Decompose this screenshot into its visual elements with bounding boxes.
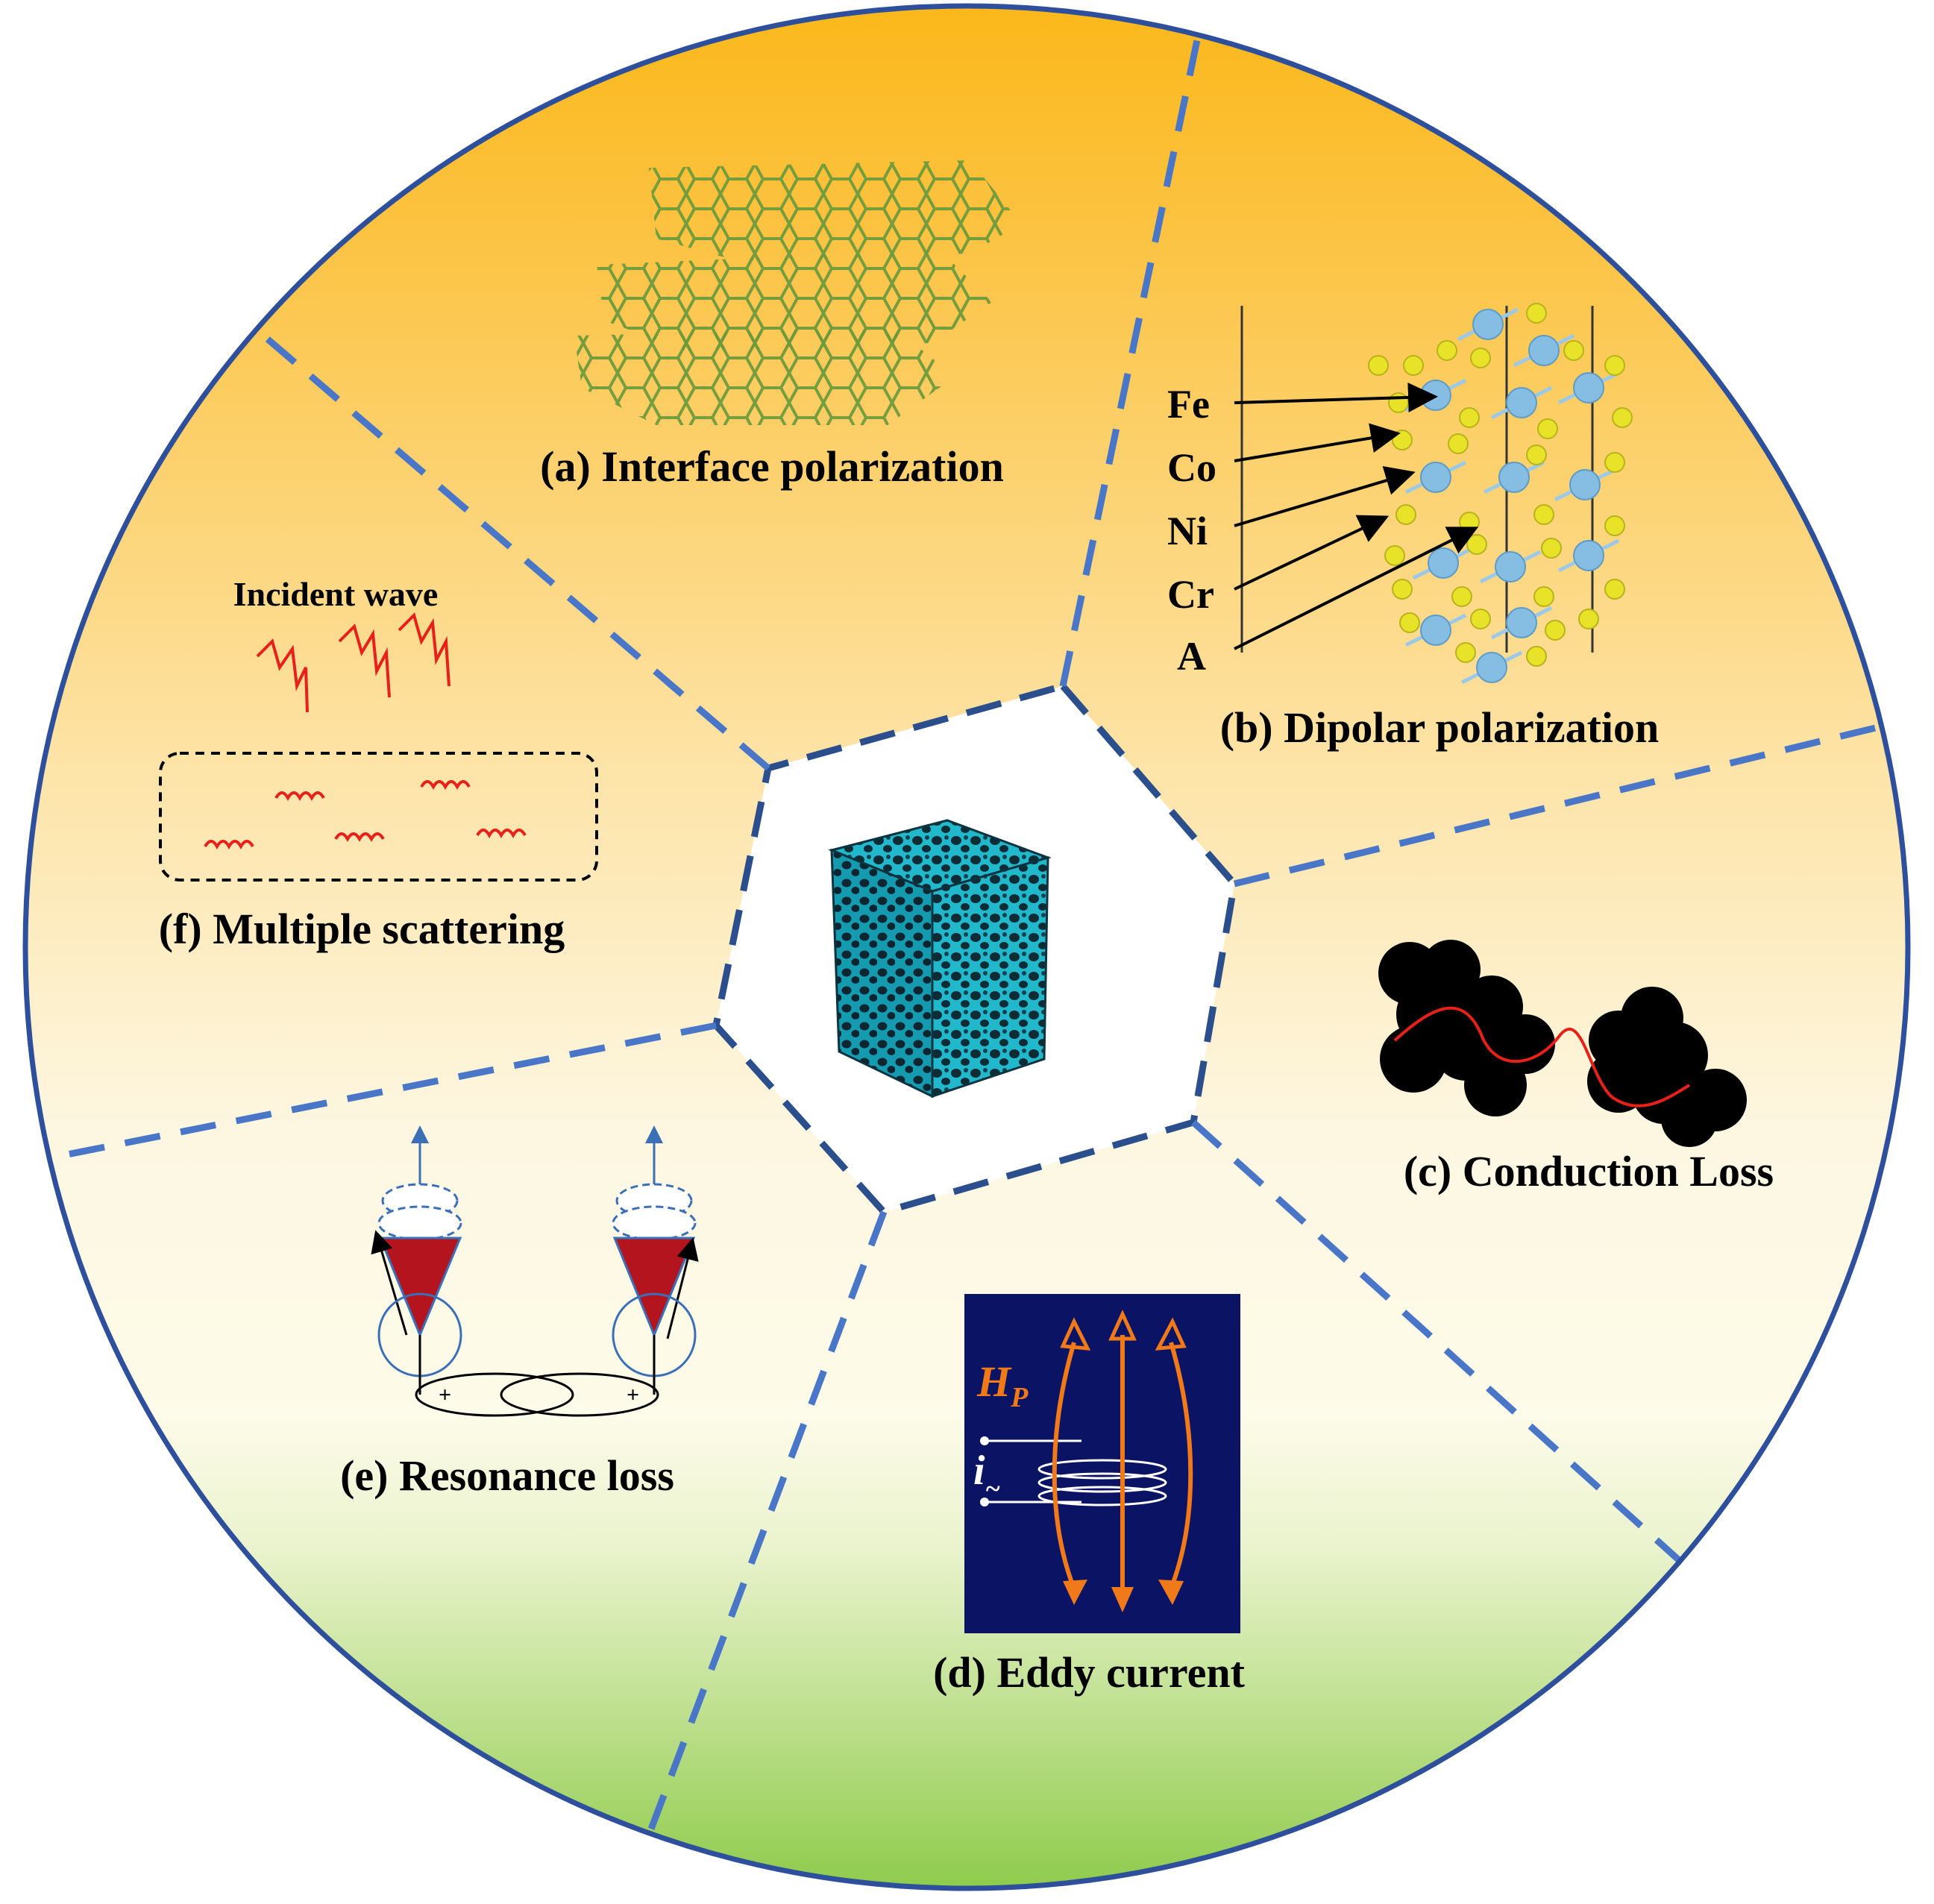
element-label-cr: Cr	[1167, 572, 1214, 617]
element-label-a: A	[1177, 634, 1206, 679]
section-e-label: (e) Resonance loss	[340, 1451, 674, 1500]
eddy-current-coil-icon	[980, 1436, 1167, 1506]
section-f-label: (f) Multiple scattering	[159, 905, 565, 953]
incident-wave-label: Incident wave	[233, 575, 439, 613]
current-label-i: i~	[973, 1448, 1000, 1504]
section-d-label: (d) Eddy current	[933, 1648, 1246, 1697]
field-label-hp: HP	[976, 1357, 1029, 1413]
incident-wave-icons	[256, 612, 450, 713]
spin-precession-cones-icon	[371, 1125, 699, 1417]
section-dividers	[25, 14, 1908, 1888]
outer-circle-border	[22, 3, 1911, 1891]
element-labels: Fe Co Ni Cr A	[1167, 382, 1216, 679]
element-pointer-arrows	[1234, 382, 1479, 650]
sign-right: +	[627, 1383, 639, 1407]
section-c-label: (c) Conduction Loss	[1404, 1147, 1774, 1196]
conduction-path-line	[1393, 1006, 1691, 1107]
section-a-label: (a) Interface polarization	[540, 442, 1004, 491]
magnetic-field-arrows-icon	[1052, 1309, 1193, 1612]
scattering-box	[159, 752, 598, 882]
element-label-fe: Fe	[1167, 382, 1210, 427]
eddy-current-panel	[964, 1294, 1240, 1633]
conductive-clusters-icon	[1378, 940, 1747, 1147]
section-b-label: (b) Dipolar polarization	[1220, 703, 1660, 752]
stacked-graphene-sheets-icon	[574, 160, 1022, 425]
porous-foam-cube-icon	[828, 819, 1052, 1099]
element-label-ni: Ni	[1167, 509, 1208, 553]
scattered-wave-icons	[204, 780, 527, 850]
sign-left: +	[439, 1383, 451, 1407]
element-label-co: Co	[1167, 445, 1216, 490]
